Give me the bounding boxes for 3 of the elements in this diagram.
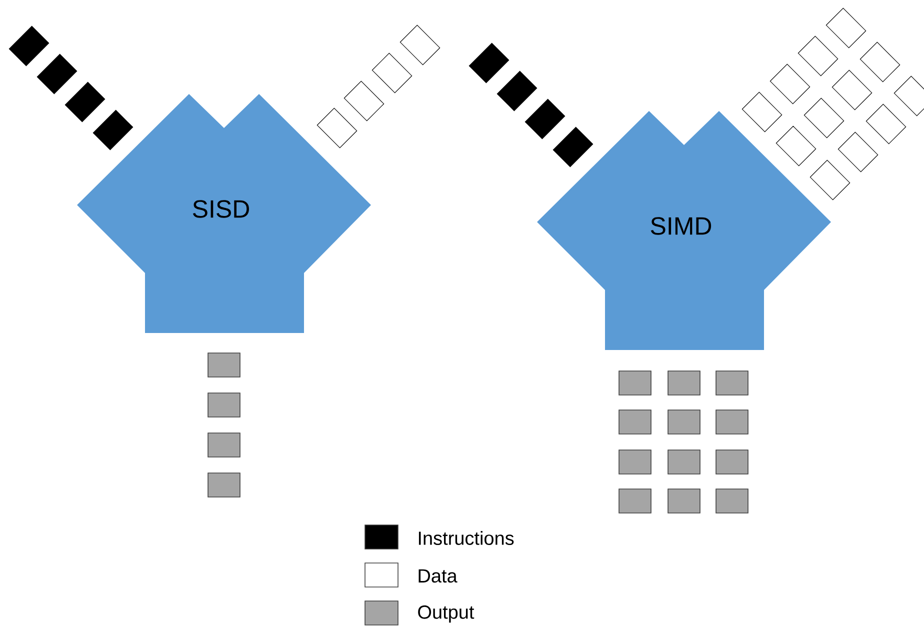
legend-label: Output (418, 605, 474, 623)
legend-label: Data (418, 569, 458, 583)
legend-label: Instructions (418, 531, 514, 545)
